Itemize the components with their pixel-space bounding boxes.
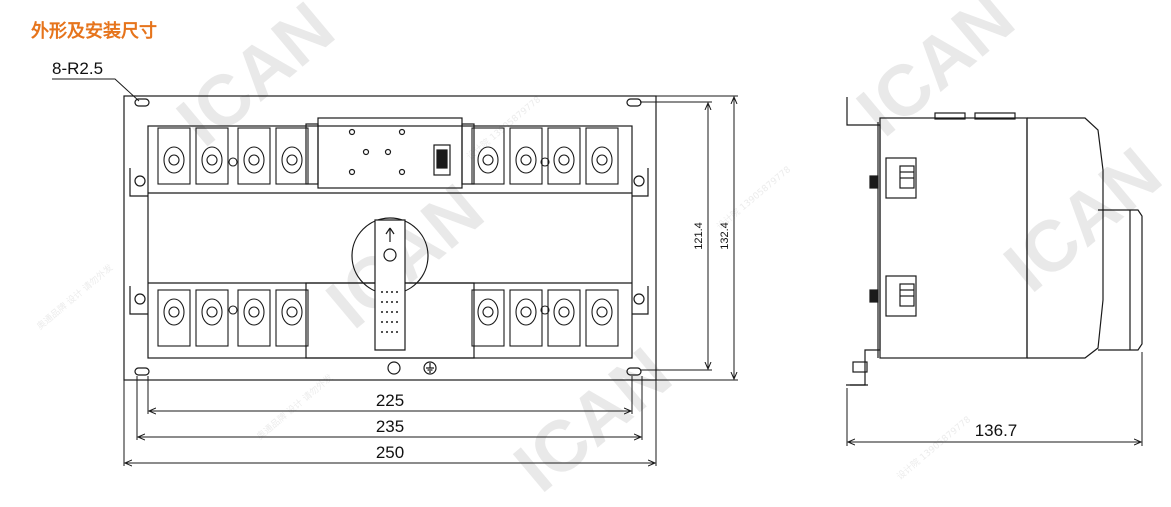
bracket-screw	[134, 175, 146, 187]
ground-screw	[387, 361, 401, 375]
side-cover	[1027, 117, 1104, 359]
front-dimensions	[52, 78, 738, 466]
mounting-hole	[626, 367, 642, 376]
ground-symbol-lines	[426, 363, 434, 373]
side-bracket	[129, 168, 148, 315]
page-title: 外形及安装尺寸	[31, 21, 157, 42]
bracket-screw	[134, 293, 146, 305]
operating-handle	[374, 219, 406, 351]
watermark-text: 奥通品牌 设计 请勿外发	[34, 262, 115, 333]
up-arrow-icon	[385, 227, 395, 242]
handle-grip-dots	[381, 291, 398, 333]
mounting-hole	[134, 367, 150, 376]
terminal-row-bottom	[157, 289, 619, 347]
dim-label-250: 250	[376, 443, 404, 462]
dim-label-225: 225	[376, 391, 404, 410]
ground-symbol-icon	[423, 361, 437, 375]
mounting-hole	[134, 98, 150, 107]
controller-flange	[461, 123, 475, 185]
side-bracket	[632, 168, 649, 315]
watermark-text: 设计院 13905879778	[714, 163, 793, 232]
side-terminal	[885, 275, 917, 317]
terminal-row-top	[157, 127, 619, 185]
dim-label-136-7: 136.7	[975, 421, 1018, 440]
hole-spec-label: 8-R2.5	[52, 59, 103, 78]
watermark-logo: ICAN	[990, 133, 1171, 307]
terminal-blocks	[157, 127, 619, 347]
side-view	[846, 97, 1143, 386]
dim-label-121-4: 121.4	[693, 222, 705, 250]
hole-leader-line	[52, 78, 140, 102]
bracket-screw	[633, 175, 645, 187]
watermark-logo: ICAN	[843, 0, 1029, 152]
mounting-hole	[626, 98, 642, 107]
watermark-logo: ICAN	[163, 0, 349, 162]
dim-label-235: 235	[376, 417, 404, 436]
front-view	[123, 95, 657, 381]
side-ground-bolt	[852, 361, 868, 373]
side-handle	[1098, 209, 1143, 351]
watermark-text: 奥通品牌 设计 请勿外发	[254, 372, 335, 443]
controller-flange	[305, 123, 319, 185]
side-bracket	[846, 97, 881, 386]
side-terminal	[885, 157, 917, 199]
indicator-light	[436, 149, 448, 169]
dim-label-132-4: 132.4	[719, 222, 731, 250]
side-dimensions	[846, 352, 1143, 446]
mounting-plate	[123, 95, 657, 381]
handle-pivot	[383, 248, 397, 262]
indicator-window	[433, 144, 451, 176]
bracket-screw	[633, 293, 645, 305]
watermark-logo: ICAN	[500, 333, 686, 507]
watermark-text: 设计院 13905879778	[894, 413, 973, 482]
